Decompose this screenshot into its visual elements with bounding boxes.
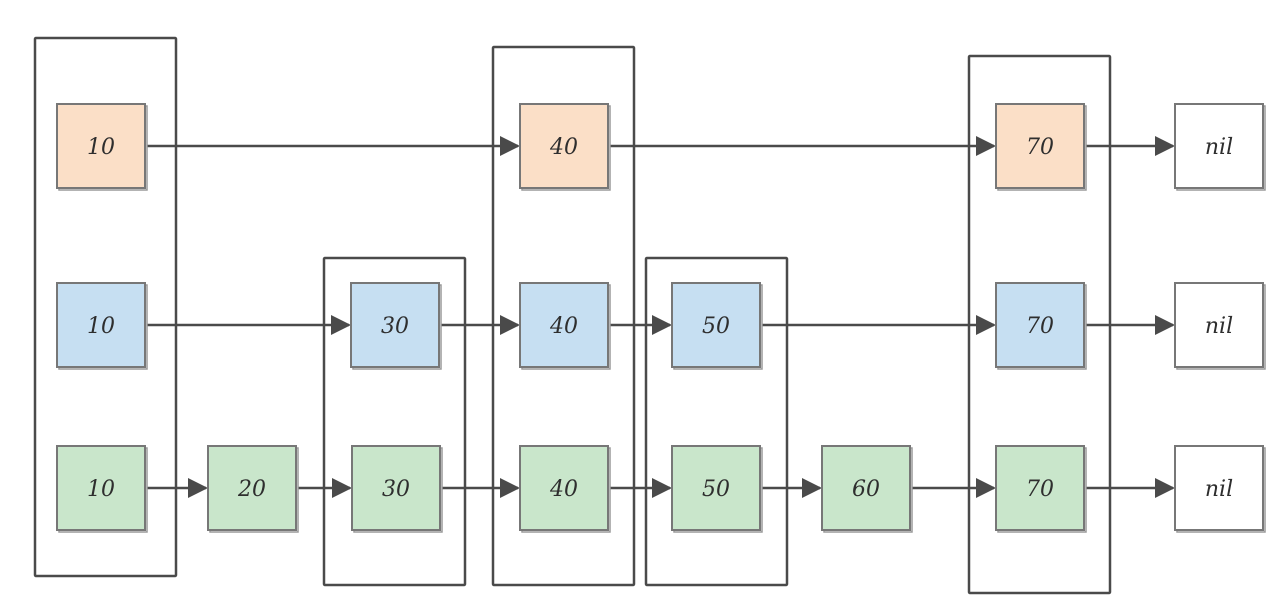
level-nodes: 10 40 70 nil 10 30 40 50 70 nil 10 20 30 40 50 60 70 nil (56, 103, 1266, 533)
node-box (1174, 103, 1264, 189)
node-box (519, 282, 609, 368)
tower-group-50 (644, 256, 789, 587)
node-middle-nil: nil (1174, 282, 1266, 370)
tower-group-10 (33, 36, 178, 578)
node-label: 30 (382, 477, 410, 502)
node-label: 60 (852, 477, 880, 502)
node-box (995, 445, 1085, 531)
node-box (519, 103, 609, 189)
node-label: 30 (381, 314, 409, 339)
node-middle-50: 50 (671, 282, 763, 370)
node-box (56, 282, 146, 368)
level-links (147, 136, 1175, 498)
node-label: nil (1205, 477, 1233, 502)
node-box (671, 282, 761, 368)
node-box (56, 445, 146, 531)
node-top-nil: nil (1174, 103, 1266, 191)
node-box (351, 445, 441, 531)
node-middle-10: 10 (56, 282, 148, 370)
node-label: 70 (1026, 314, 1054, 339)
node-box (821, 445, 911, 531)
node-label: 20 (237, 477, 266, 502)
node-bottom-20: 20 (207, 445, 299, 533)
node-box (207, 445, 297, 531)
node-bottom-40: 40 (519, 445, 611, 533)
node-label: nil (1205, 135, 1233, 160)
node-middle-70: 70 (995, 282, 1087, 370)
node-bottom-30: 30 (351, 445, 443, 533)
node-bottom-10: 10 (56, 445, 148, 533)
node-bottom-60: 60 (821, 445, 913, 533)
node-box (1174, 282, 1264, 368)
node-label: 50 (702, 314, 730, 339)
node-label: 10 (87, 135, 115, 160)
node-box (519, 445, 609, 531)
node-box (350, 282, 440, 368)
node-box (995, 282, 1085, 368)
tower-group-30 (322, 256, 467, 587)
node-middle-40: 40 (519, 282, 611, 370)
node-bottom-50: 50 (671, 445, 763, 533)
node-top-70: 70 (995, 103, 1087, 191)
node-label: 70 (1026, 135, 1054, 160)
node-label: 40 (549, 477, 578, 502)
node-label: 40 (549, 135, 578, 160)
node-box (671, 445, 761, 531)
tower-group-40 (491, 45, 636, 587)
node-label: 10 (87, 477, 115, 502)
node-label: 50 (702, 477, 730, 502)
node-bottom-70: 70 (995, 445, 1087, 533)
node-box (1174, 445, 1264, 531)
node-label: 10 (87, 314, 115, 339)
node-label: nil (1205, 314, 1233, 339)
node-top-10: 10 (56, 103, 148, 191)
node-middle-30: 30 (350, 282, 442, 370)
node-label: 40 (549, 314, 578, 339)
node-box (995, 103, 1085, 189)
node-bottom-nil: nil (1174, 445, 1266, 533)
node-label: 70 (1026, 477, 1054, 502)
node-box (56, 103, 146, 189)
node-top-40: 40 (519, 103, 611, 191)
